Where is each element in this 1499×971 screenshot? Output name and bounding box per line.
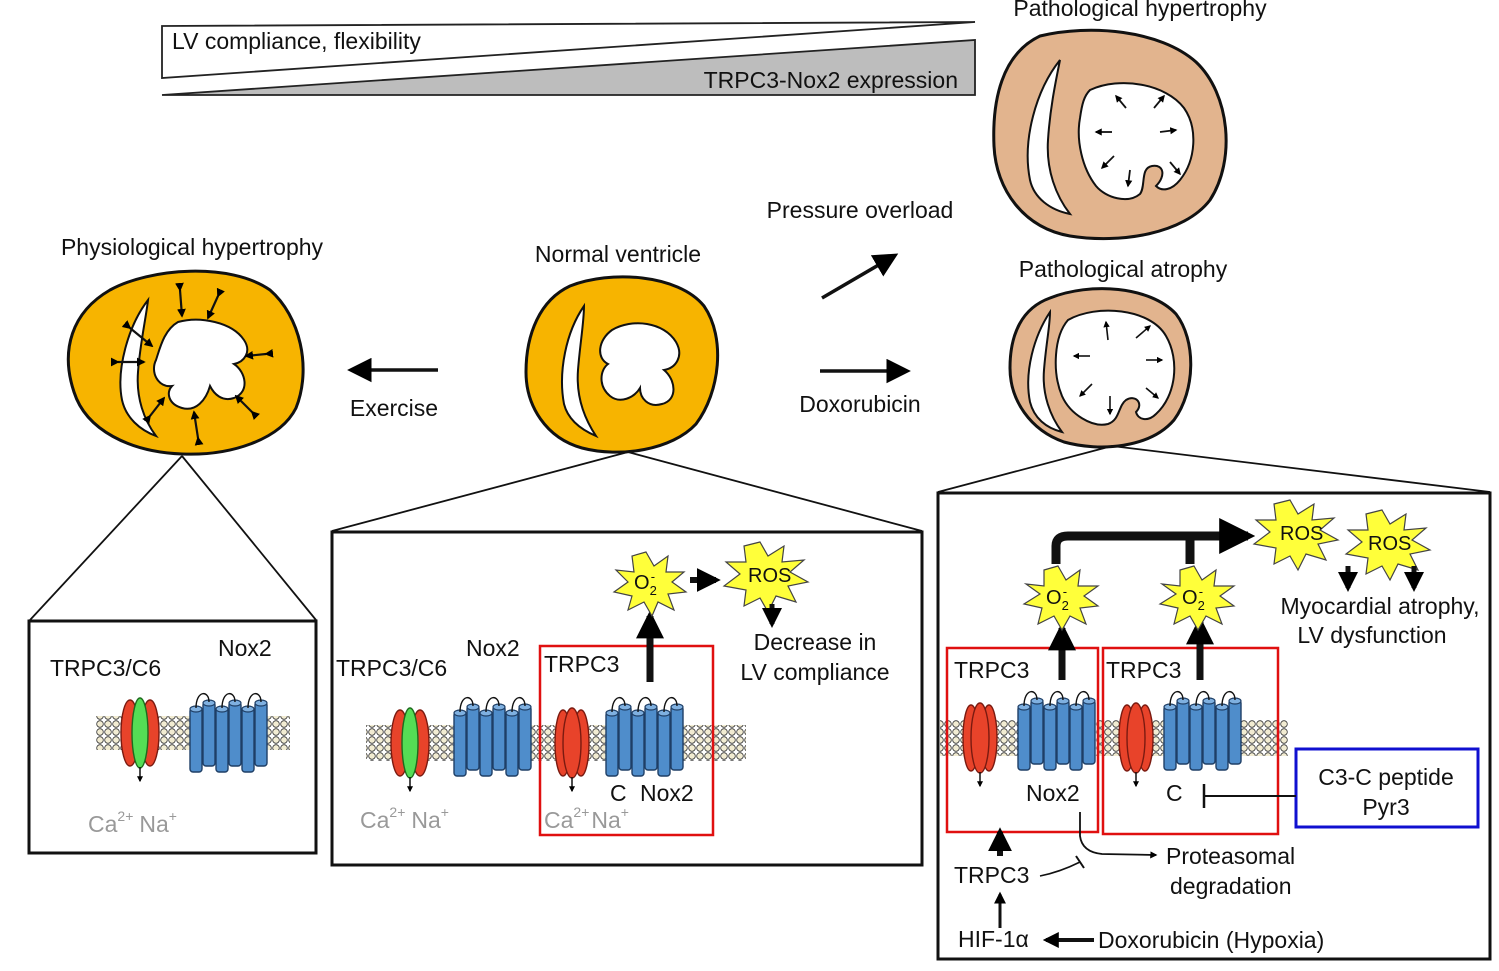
trpc3-nox2-highlight-box <box>538 644 715 837</box>
superoxide-label: O2- <box>634 569 657 598</box>
decrease-line2: LV compliance <box>740 659 889 685</box>
c-terminus-label: C <box>610 780 627 806</box>
trpc3-label-b: TRPC3 <box>1106 657 1181 683</box>
peptide-line2: Pyr3 <box>1362 794 1409 820</box>
decrease-line1: Decrease in <box>754 629 877 655</box>
ros-label-b: ROS <box>1368 533 1411 555</box>
c-terminus-label: C <box>1166 780 1183 806</box>
trpc3-label-a: TRPC3 <box>954 657 1029 683</box>
compliance-label: LV compliance, flexibility <box>172 28 421 54</box>
atrophy-line1: Myocardial atrophy, <box>1281 593 1480 619</box>
expression-wedge: TRPC3-Nox2 expression <box>161 39 976 96</box>
pressure-overload-arrow: Pressure overload <box>767 197 954 300</box>
peptide-line1: C3-C peptide <box>1318 764 1454 790</box>
pathological-hypertrophy-label: Pathological hypertrophy <box>1013 0 1267 21</box>
superoxide-burst-a <box>1022 565 1100 632</box>
atrophy-line2: LV dysfunction <box>1297 622 1446 648</box>
calcium-ion-coupled: Ca2+Na+ <box>544 804 629 833</box>
physiological-heart <box>66 269 305 456</box>
doxorubicin-hypoxia-label: Doxorubicin (Hypoxia) <box>1098 927 1324 953</box>
normal-heart <box>524 275 720 454</box>
panel-pathological: TRPC3 TRPC3 Nox2 C O2- O2- ROS ROS Myoca… <box>936 491 1492 961</box>
trpc3-inhibition-bar <box>1075 855 1085 869</box>
trpc3-inhibition-line <box>1039 861 1081 877</box>
panel-physiological: TRPC3/C6 Nox2 Ca2+Na+ <box>27 619 318 855</box>
ros-label-a: ROS <box>1280 523 1323 545</box>
trpc3-nox2-highlight-box-b <box>1101 646 1280 836</box>
proteasomal-line1: Proteasomal <box>1166 843 1295 869</box>
ros-burst-b <box>1344 509 1432 582</box>
calcium-ion: Ca2+Na+ <box>88 808 177 837</box>
pathological-atrophy-label: Pathological atrophy <box>1019 256 1228 282</box>
trpc3-c6-label: TRPC3/C6 <box>336 655 447 681</box>
nox2-bottom-label: Nox2 <box>640 780 694 806</box>
proteasomal-line2: degradation <box>1170 873 1292 899</box>
doxorubicin-arrow: Doxorubicin <box>799 358 921 417</box>
zoom-lines <box>29 445 1491 621</box>
pathological-hypertrophy-heart <box>992 28 1228 241</box>
trpc3-label: TRPC3 <box>544 651 619 677</box>
superoxide-label-a: O2- <box>1046 584 1069 613</box>
ros-pathway-arrow <box>1051 518 1256 564</box>
normal-ventricle-label: Normal ventricle <box>535 241 701 267</box>
ros-label: ROS <box>748 565 791 587</box>
nox2-label: Nox2 <box>466 635 520 661</box>
nox2-label: Nox2 <box>1026 780 1080 806</box>
degradation-arrow <box>1079 812 1158 859</box>
trpc3-nox2-highlight-box-a <box>945 646 1100 834</box>
inhibitor-box <box>1294 747 1480 829</box>
exercise-label: Exercise <box>350 395 438 421</box>
panel-normal: TRPC3/C6 Nox2 TRPC3 C Nox2 Ca2+Na+ Ca2+N… <box>330 530 924 867</box>
trpc3-c6-label: TRPC3/C6 <box>50 655 161 681</box>
calcium-ion: Ca2+Na+ <box>360 804 449 833</box>
pathological-atrophy-heart <box>1008 287 1193 449</box>
nox2-label: Nox2 <box>218 635 272 661</box>
superoxide-burst-b <box>1158 565 1236 632</box>
compliance-wedge: LV compliance, flexibility <box>161 21 976 79</box>
expression-label: TRPC3-Nox2 expression <box>704 67 958 93</box>
pressure-overload-label: Pressure overload <box>767 197 954 223</box>
superoxide-burst <box>612 551 688 618</box>
hif-label: HIF-1α <box>958 926 1029 952</box>
trpc3-lower-label: TRPC3 <box>954 862 1029 888</box>
superoxide-label-b: O2- <box>1182 584 1205 613</box>
ros-burst-a <box>1252 499 1340 572</box>
doxorubicin-label: Doxorubicin <box>799 391 920 417</box>
exercise-arrow: Exercise <box>347 357 438 421</box>
physiological-hypertrophy-label: Physiological hypertrophy <box>61 234 324 260</box>
